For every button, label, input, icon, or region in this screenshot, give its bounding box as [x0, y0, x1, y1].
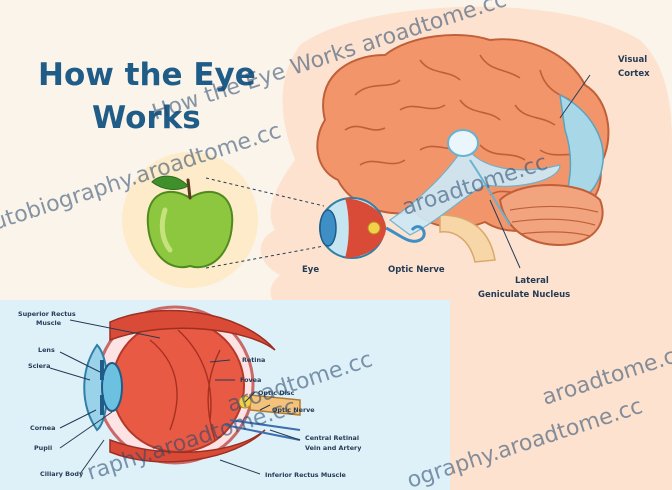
- label-eye: Eye: [302, 265, 319, 275]
- label-visual-cortex-2: Cortex: [618, 69, 650, 79]
- label-fovea: Fovea: [240, 376, 261, 384]
- leader-lines: [49, 74, 591, 475]
- label-superior-rectus-2: Muscle: [36, 319, 62, 327]
- label-lgn-2: Geniculate Nucleus: [478, 290, 570, 300]
- eye-small: [319, 197, 426, 259]
- title-line-1: How the Eye: [38, 57, 256, 93]
- label-visual-cortex-1: Visual: [618, 55, 647, 65]
- label-sclera: Sclera: [28, 362, 50, 370]
- label-pupil: Pupil: [34, 444, 52, 452]
- light-ray-top: [205, 177, 325, 207]
- brain: [316, 34, 610, 263]
- title-line-2: Works: [92, 100, 201, 136]
- apple-icon: [146, 175, 234, 269]
- label-central-retinal-1: Central Retinal: [305, 434, 359, 442]
- label-lgn-1: Lateral: [515, 276, 549, 286]
- label-cornea: Cornea: [30, 424, 55, 432]
- label-optic-nerve-brain: Optic Nerve: [388, 265, 445, 275]
- label-inferior-rectus: Inferior Rectus Muscle: [265, 471, 347, 479]
- label-lens: Lens: [38, 346, 55, 354]
- label-ciliary-body: Ciliary Body: [40, 470, 84, 478]
- label-optic-disc: Optic Disc: [258, 389, 295, 397]
- label-superior-rectus-1: Superior Rectus: [18, 310, 76, 318]
- light-ray-bottom: [205, 245, 325, 269]
- label-retina: Retina: [242, 356, 265, 364]
- label-central-retinal-2: Vein and Artery: [305, 444, 362, 452]
- eye-cross-section: [83, 305, 301, 465]
- label-optic-nerve-eye: Optic Nerve: [272, 406, 315, 414]
